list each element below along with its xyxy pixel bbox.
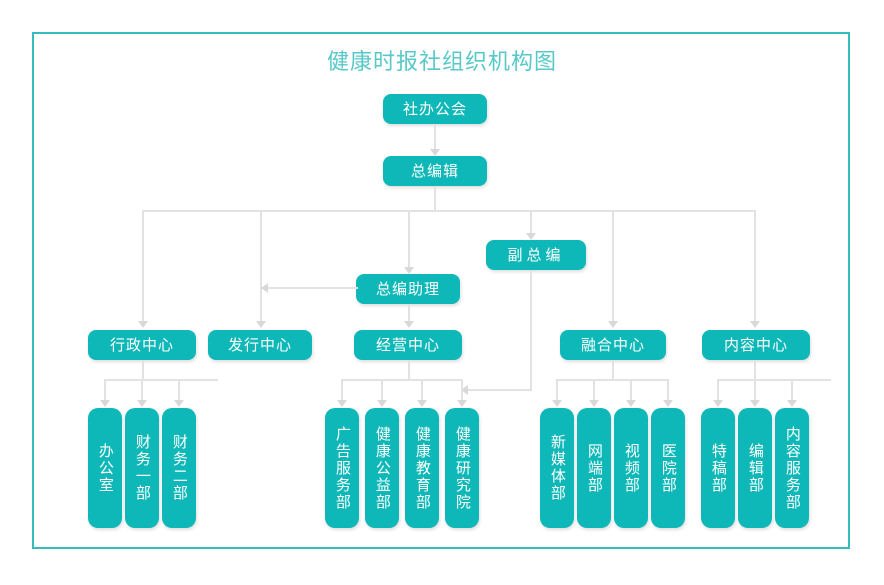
- page-title: 健康时报社组织机构图: [326, 50, 557, 75]
- arrowhead-assistant-into-distribution: [261, 283, 268, 293]
- connector-admin-bus: [104, 379, 218, 381]
- connector-convergence-branch-3: [667, 379, 669, 401]
- node-dept-operations-1[interactable]: 健康公益部: [365, 408, 399, 528]
- arrowhead-content-dept-2: [787, 400, 797, 407]
- node-center-operations[interactable]: 经营中心: [354, 330, 462, 360]
- node-dept-convergence-2[interactable]: 视频部: [614, 408, 648, 528]
- connector-admin-branch-0: [104, 379, 106, 401]
- connector-content-branch-2: [791, 379, 793, 401]
- connector-content-bus: [717, 379, 831, 381]
- connector-content-branch-0: [717, 379, 719, 401]
- connector-operations-down: [408, 360, 410, 380]
- arrowhead-operations-dept-1: [377, 400, 387, 407]
- arrowhead-convergence-dept-1: [589, 400, 599, 407]
- node-chief-editor[interactable]: 总编辑: [383, 156, 487, 186]
- arrowhead-operations-dept-3: [457, 400, 467, 407]
- arrowhead-content-dept-1: [750, 400, 760, 407]
- arrowhead-admin-dept-2: [174, 400, 184, 407]
- arrowhead-deputy-chief-editor: [526, 233, 536, 240]
- arrowhead-convergence-dept-0: [552, 400, 562, 407]
- connector-deputy-to-research: [468, 389, 532, 391]
- node-dept-operations-3[interactable]: 健康研究院: [445, 408, 479, 528]
- connector-level2-bus: [142, 210, 756, 212]
- arrowhead-chief-editor-assistant: [404, 267, 414, 274]
- connector-operations-branch-1: [381, 379, 383, 401]
- node-dept-admin-1[interactable]: 财务一部: [125, 408, 159, 528]
- node-dept-content-1[interactable]: 编辑部: [738, 408, 772, 528]
- node-dept-operations-2[interactable]: 健康教育部: [405, 408, 439, 528]
- connector-content-down: [754, 360, 756, 380]
- node-dept-convergence-1[interactable]: 网端部: [577, 408, 611, 528]
- connector-convergence-down: [612, 360, 614, 380]
- connector-chief-editor-down: [434, 186, 436, 210]
- connector-deputy-down: [530, 270, 532, 390]
- arrowhead-distribution-center: [256, 321, 266, 328]
- node-dept-content-0[interactable]: 特稿部: [701, 408, 735, 528]
- arrowhead-admin-dept-0: [100, 400, 110, 407]
- node-center-admin[interactable]: 行政中心: [88, 330, 196, 360]
- connector-operations-bus: [341, 379, 463, 381]
- arrowhead-operations-dept-2: [417, 400, 427, 407]
- node-dept-content-2[interactable]: 内容服务部: [775, 408, 809, 528]
- node-center-convergence[interactable]: 融合中心: [560, 330, 666, 360]
- connector-bus-to-convergence: [612, 210, 614, 322]
- connector-bus-to-admin: [142, 210, 144, 322]
- connector-admin-branch-1: [141, 379, 143, 401]
- connector-assistant-to-distribution: [268, 287, 358, 289]
- connector-bus-to-distribution: [260, 210, 262, 322]
- connector-convergence-branch-1: [593, 379, 595, 401]
- node-dept-operations-0[interactable]: 广告服务部: [325, 408, 359, 528]
- node-root[interactable]: 社办公会: [383, 94, 487, 124]
- node-dept-convergence-3[interactable]: 医院部: [651, 408, 685, 528]
- node-dept-admin-2[interactable]: 财务二部: [162, 408, 196, 528]
- connector-assistant-to-operations: [408, 304, 410, 322]
- arrowhead-chief-editor: [430, 149, 440, 156]
- arrowhead-content-center: [750, 321, 760, 328]
- connector-root-to-chief-editor: [434, 124, 436, 150]
- node-deputy-chief-editor[interactable]: 副总编: [486, 240, 586, 270]
- connector-bus-to-content: [754, 210, 756, 322]
- connector-admin-down: [142, 360, 144, 380]
- node-chief-editor-assistant[interactable]: 总编助理: [356, 274, 460, 304]
- arrowhead-convergence-center: [608, 321, 618, 328]
- node-center-distribution[interactable]: 发行中心: [208, 330, 312, 360]
- node-dept-convergence-0[interactable]: 新媒体部: [540, 408, 574, 528]
- arrowhead-deputy-into-research-branch: [461, 385, 468, 395]
- connector-bus-to-deputy: [530, 210, 532, 234]
- node-dept-admin-0[interactable]: 办公室: [88, 408, 122, 528]
- node-center-content[interactable]: 内容中心: [702, 330, 810, 360]
- connector-operations-branch-2: [421, 379, 423, 401]
- connector-convergence-branch-2: [630, 379, 632, 401]
- arrowhead-content-dept-0: [713, 400, 723, 407]
- connector-admin-branch-2: [178, 379, 180, 401]
- arrowhead-convergence-dept-3: [663, 400, 673, 407]
- connector-content-branch-1: [754, 379, 756, 401]
- connector-bus-to-assistant: [408, 210, 410, 268]
- arrowhead-admin-center: [138, 321, 148, 328]
- arrowhead-operations-dept-0: [337, 400, 347, 407]
- connector-convergence-branch-0: [556, 379, 558, 401]
- connector-operations-branch-0: [341, 379, 343, 401]
- arrowhead-operations-center: [404, 321, 414, 328]
- arrowhead-admin-dept-1: [137, 400, 147, 407]
- arrowhead-convergence-dept-2: [626, 400, 636, 407]
- connector-operations-branch-3: [461, 379, 463, 401]
- connector-convergence-bus: [556, 379, 669, 381]
